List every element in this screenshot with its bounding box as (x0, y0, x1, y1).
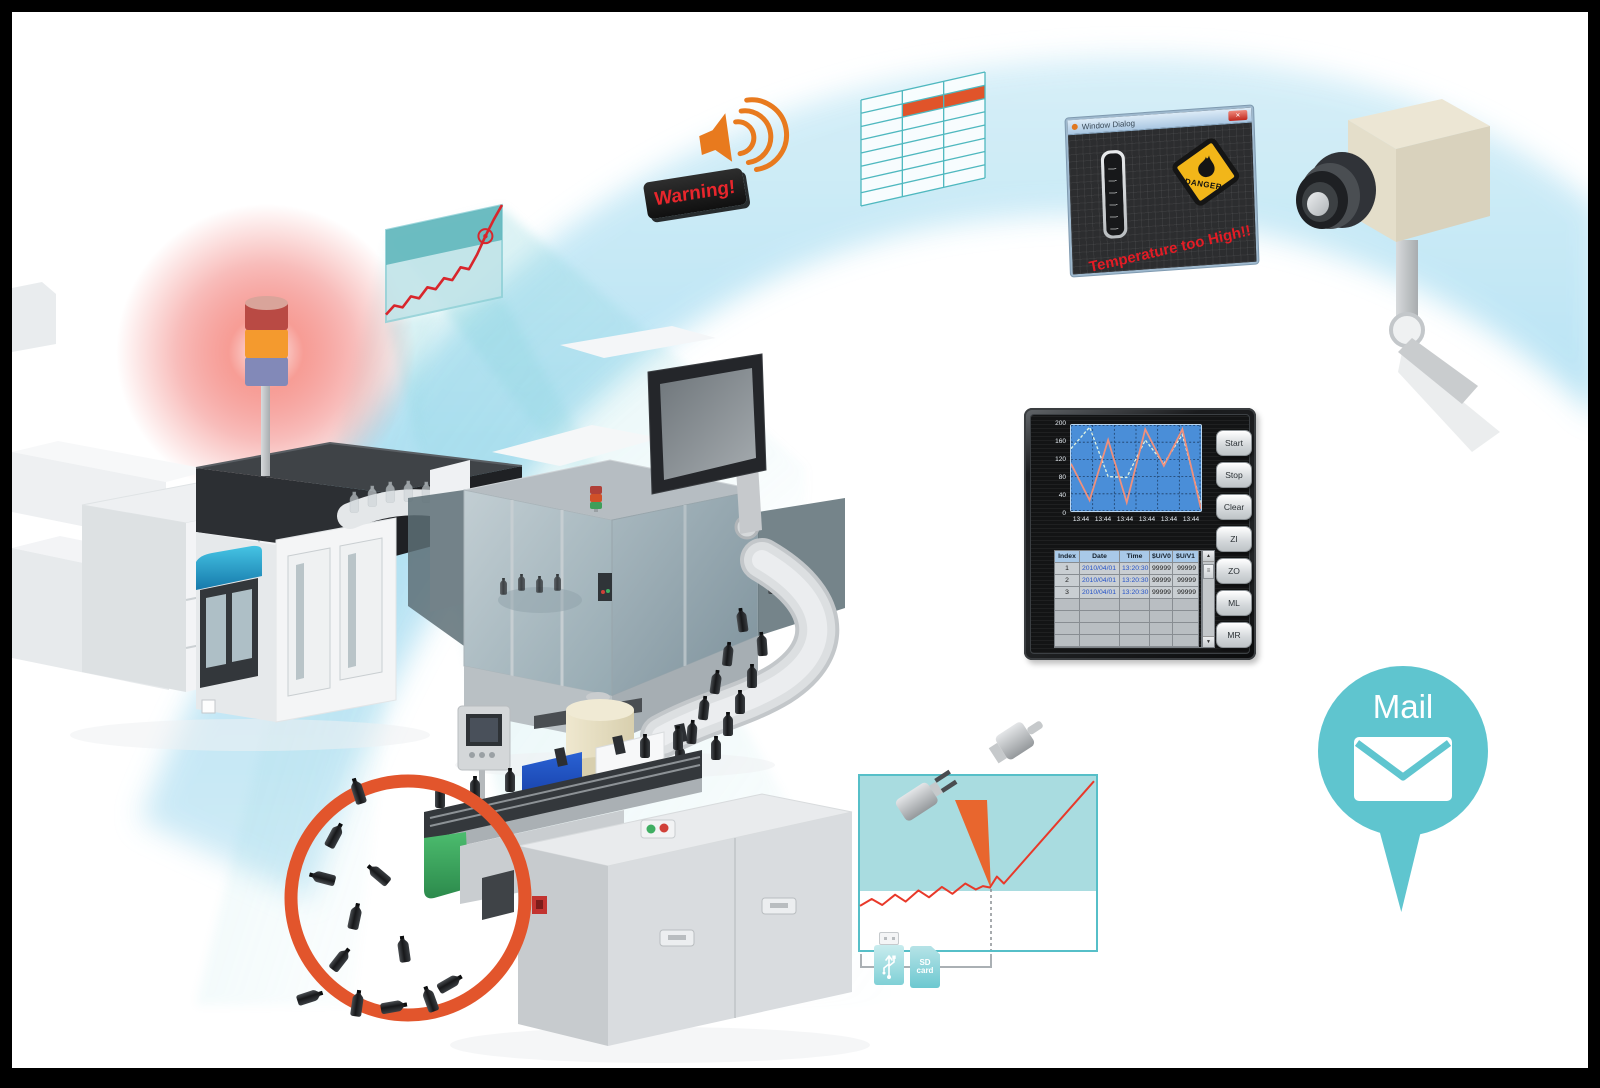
table-cell: 99999 (1173, 587, 1199, 599)
sd-card-label: SD card (916, 957, 934, 975)
table-cell: 13:20:30 (1120, 575, 1150, 587)
table-cell: 99999 (1150, 587, 1173, 599)
col-header: Index (1055, 551, 1080, 563)
table-cell: 99999 (1150, 563, 1173, 575)
table-cell: 99999 (1173, 575, 1199, 587)
table-cell: 2010/04/01 (1080, 587, 1120, 599)
window-body: DANGER Temperature too High!! (1068, 122, 1257, 275)
mail-pin: Mail (1318, 666, 1488, 836)
thermometer-icon (1100, 149, 1128, 240)
fault-highlight (284, 774, 532, 1022)
fault-circle (284, 774, 532, 1022)
projected-trend-panel (386, 205, 502, 322)
col-header: Date (1080, 551, 1120, 563)
table-cell: 13:20:30 (1120, 563, 1150, 575)
table-cell: 1 (1055, 563, 1080, 575)
table-cell: 2010/04/01 (1080, 563, 1120, 575)
stop-button[interactable]: Stop (1216, 462, 1252, 488)
camera (1296, 99, 1500, 452)
table-cell: 99999 (1173, 563, 1199, 575)
power-failure-wedge (955, 800, 991, 889)
scroll-thumb[interactable]: ≡ (1203, 564, 1214, 579)
scroll-down-icon[interactable]: ▼ (1203, 636, 1214, 647)
danger-label: DANGER (1184, 176, 1223, 192)
move-right-button[interactable]: MR (1216, 622, 1252, 648)
window-app-icon (1071, 123, 1078, 131)
hmi-log-table: Index Date Time $U/V0 $U/V1 1 2010/04/01… (1054, 550, 1202, 648)
camera-joint (1389, 312, 1425, 348)
close-icon[interactable]: × (1228, 109, 1248, 122)
labelling-machine (424, 692, 853, 1046)
sd-card-icon: SD card (910, 946, 940, 988)
start-button[interactable]: Start (1216, 430, 1252, 456)
clear-button[interactable]: Clear (1216, 494, 1252, 520)
zoom-in-button[interactable]: ZI (1216, 526, 1252, 552)
hmi-trend-chart (1070, 424, 1202, 512)
scene (12, 12, 1500, 1063)
warning-label: Warning! (653, 176, 737, 210)
mounted-monitor (560, 326, 767, 540)
alarm-spreadsheet (861, 72, 985, 206)
usb-flash-drive-icon (874, 932, 904, 987)
table-cell: 2010/04/01 (1080, 575, 1120, 587)
unplugged-power-icon (895, 721, 1043, 821)
table-cell: 13:20:30 (1120, 587, 1150, 599)
col-header: Time (1120, 551, 1150, 563)
temperature-alert-window: Window Dialog × DANGER Temperature too H… (1065, 105, 1259, 277)
table-cell: 2 (1055, 575, 1080, 587)
col-header: $U/V1 (1173, 551, 1199, 563)
flame-icon (1198, 155, 1215, 178)
zoom-out-button[interactable]: ZO (1216, 558, 1252, 584)
mail-label: Mail (1372, 688, 1434, 725)
table-cell: 3 (1055, 587, 1080, 599)
alarm-point-marker (477, 228, 494, 245)
bottle-s-curve-conveyor (640, 538, 840, 768)
col-header: $U/V0 (1150, 551, 1173, 563)
table-cell: 99999 (1150, 575, 1173, 587)
usb-symbol-icon (882, 955, 896, 979)
speaker-icon (699, 97, 789, 172)
envelope-icon (1354, 737, 1452, 801)
signal-tower (245, 296, 288, 476)
danger-sign: DANGER (1159, 128, 1253, 220)
hmi-table-scrollbar[interactable]: ▲ ≡ ▼ (1202, 550, 1215, 648)
move-left-button[interactable]: ML (1216, 590, 1252, 616)
hmi-series-solid (1071, 426, 1201, 510)
logging-trend-line (859, 780, 1095, 907)
scroll-up-icon[interactable]: ▲ (1203, 551, 1214, 562)
